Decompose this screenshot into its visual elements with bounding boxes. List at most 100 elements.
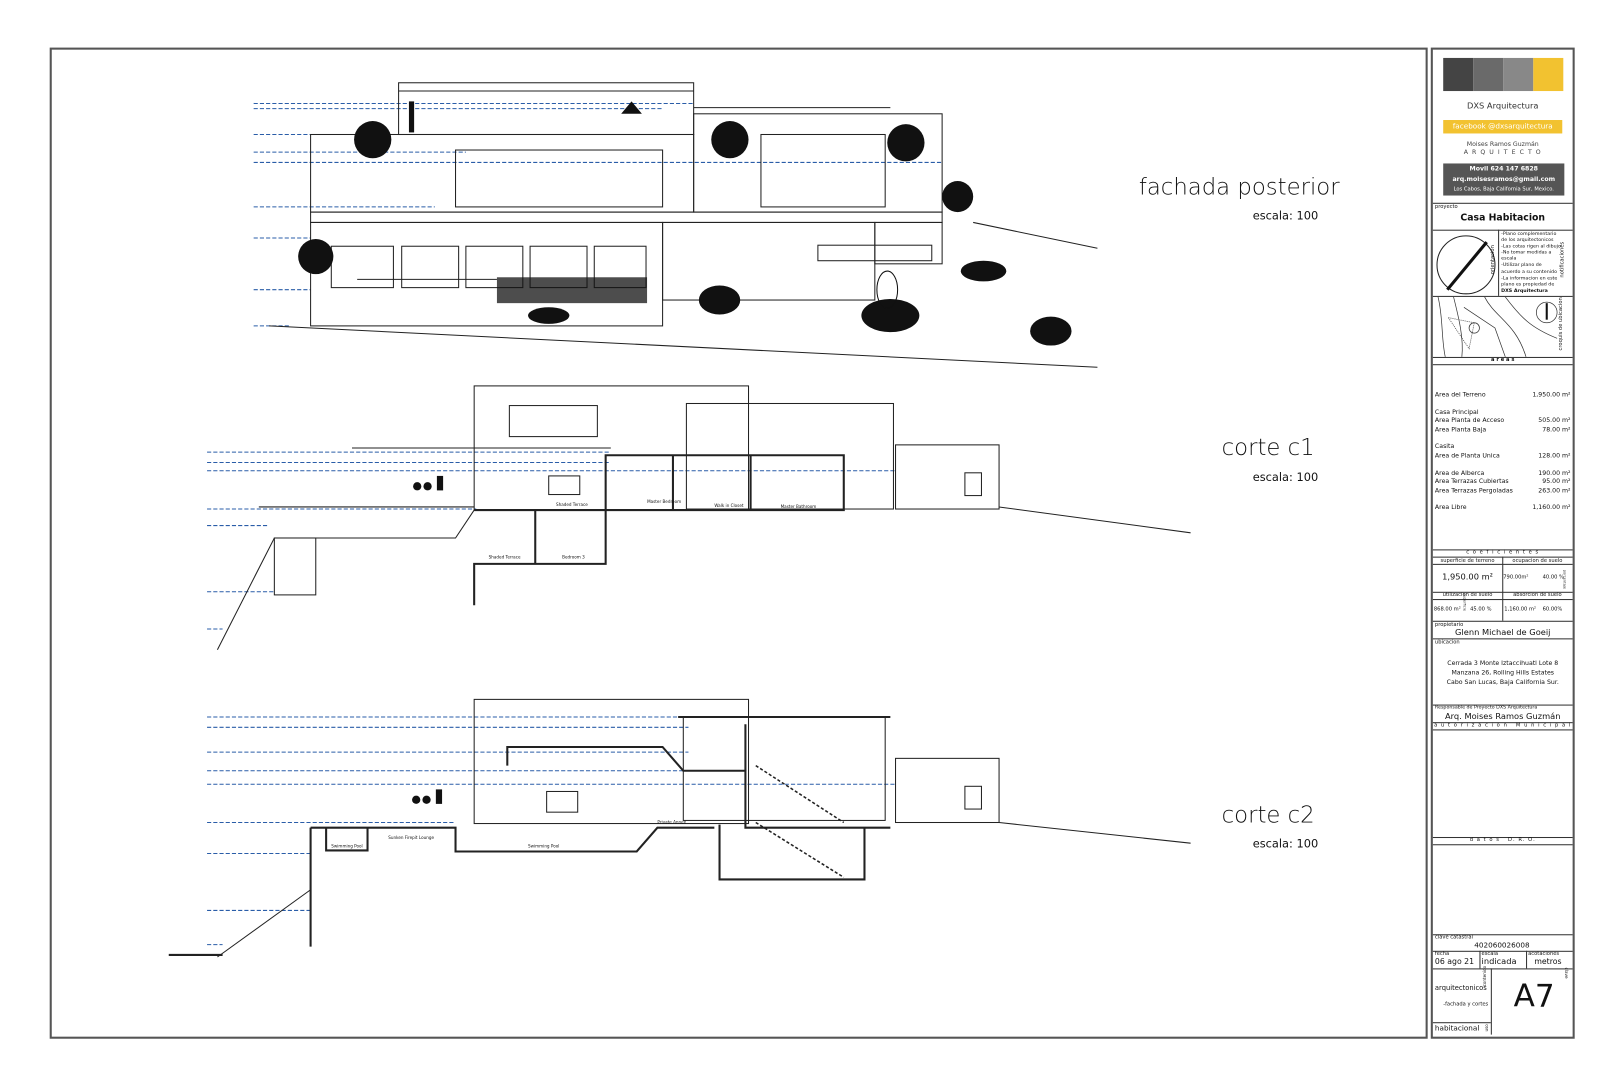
absorcion-pct: 60.00% [1542,606,1563,613]
corte-c1-trees [413,475,444,491]
contact-box: Movil 624 147 6828 arq.moisesramos@gmail… [1443,163,1565,196]
level-markers-c2 [207,716,896,946]
utilizacion-label: utilizacion de suelo [1442,591,1493,598]
uso-label: uso [1483,1024,1489,1032]
area-row: Area Planta de Acceso 505.00 m² [1435,417,1571,426]
area-label: Area Libre [1434,504,1467,512]
area-value: 1,950.00 m² [1532,391,1571,399]
note-line: escala [1501,256,1517,263]
room-label: Swimming Pool [331,843,362,848]
clave-catastral: 402060026008 [1474,941,1530,950]
escala: indicada [1481,957,1517,967]
area-value: 1,160.00 m² [1532,504,1571,512]
room-label: Walk in Closet [714,503,744,508]
area-value: 505.00 m² [1538,417,1571,425]
profession: A R Q U I T E C T O [1463,148,1542,157]
area-value: 128.00 m² [1538,452,1571,460]
area-value: 95.00 m² [1542,478,1571,486]
corte-c2-section [168,698,1191,958]
note-line: -No tomar medidas a [1501,250,1552,256]
owner-name: Glenn Michael de Goeij [1455,628,1551,638]
area-label: Area del Terreno [1434,391,1486,399]
area-row: Area Libre 1,160.00 m² [1435,504,1571,513]
title-block: DXS Arquitectura facebook @dxsarquitectu… [1430,47,1575,1039]
orientacion-label: orientacion [1489,245,1497,275]
note-line: acuerdo a su contenido [1501,269,1557,275]
project-name: Casa Habitacion [1460,213,1546,224]
area-row: Area de Planta Unica 128.00 m² [1435,452,1571,461]
level-markers-c1 [207,451,896,630]
autorizacion-label: a u t o r i z a c i o n M u n i c i p a … [1434,722,1572,729]
propietario-label: propietario [1434,621,1464,629]
area-value: 78.00 m² [1542,426,1571,434]
area-label: Area Terrazas Cubiertas [1434,478,1509,486]
area-row: Area de Alberca 190.00 m² [1435,469,1571,478]
area-value: 263.00 m² [1538,487,1571,495]
notificaciones-label: notificaciones [1559,241,1566,278]
area-row: Area del Terreno 1,950.00 m² [1435,391,1571,400]
responsable-name: Arq. Moises Ramos Guzmán [1445,711,1561,722]
contenido-sub: -fachada y cortes [1443,1001,1489,1008]
room-label: Sunken Firepit Lounge [388,835,434,840]
sheet-number: A7 [1513,978,1555,1015]
drawing-frame [49,47,1428,1039]
north-arrow-icon [1436,235,1496,295]
absorcion-sup: 1,160.00 m² [1504,606,1537,613]
area-label: Area Terrazas Pergoladas [1434,487,1513,495]
coeficientes-label: c o e f i c i e n t e s [1466,549,1540,556]
area-label: Area Planta Baja [1434,426,1487,434]
area-row: Area Planta Baja 78.00 m² [1435,426,1571,435]
area-row: Casita [1435,443,1571,452]
corte-c1-scale: escala: 100 [1252,470,1319,485]
room-label: Master Bathroom [781,504,817,509]
room-label: Shaded Terrace [556,502,588,507]
note-line: -La informacion en este [1501,275,1558,282]
note-line: -Las cotas rigen al dibujo [1501,244,1561,250]
clave-catastral-label: clave catastral [1434,934,1473,941]
area-label: Area de Alberca [1434,469,1485,477]
room-label: Private Annex [657,820,686,825]
areas-label: a r e a s [1491,356,1515,364]
dro-label: d a t o s D. R. O. [1469,836,1536,844]
fachada-scale: escala: 100 [1252,208,1319,223]
note-line: plano es propiedad de [1501,282,1555,288]
clave-label: clave [1564,967,1570,979]
utilizacion-pct: 45.00 % [1470,606,1492,613]
superficie-terreno-label: superficie de terreno [1440,557,1495,564]
absorcion-label: absorcion de suelo [1513,591,1562,598]
location-map [1437,296,1558,357]
architect-name: Moises Ramos Guzmán [1466,140,1539,148]
room-labels-c2: Swimming Pool Sunken Firepit Lounge Swim… [331,820,686,849]
areas-list: Area del Terreno 1,950.00 m² Casa Principa… [1435,391,1571,513]
city: Los Cabos, Baja California Sur, Mexico. [1453,186,1554,193]
area-row: Area Terrazas Cubiertas 95.00 m² [1435,478,1571,487]
address-line: Cerrada 3 Monte Iztaccihuatl Lote 8 [1447,660,1559,668]
area-label: Casa Principal [1434,408,1479,416]
ubicacion-label: ubicacion [1434,639,1460,646]
note-line: de los arquitectonicos [1501,238,1554,244]
corte-c1-title: corte c1 [1221,435,1315,462]
corte-c1-section [216,385,1191,650]
acotaciones-label: acotaciones [1528,950,1560,958]
facebook-link[interactable]: facebook @dxsarquitectura [1443,120,1563,134]
dxs-logo [1443,57,1564,92]
area-label: Area Planta de Acceso [1434,417,1505,425]
email: arq.moisesramos@gmail.com [1452,175,1556,184]
ocupacion-sup: 790.00m² [1503,574,1529,581]
drawing-sheet: Shaded Terrace Master Bedroom Walk in Cl… [168,82,1191,958]
address-line: Manzana 26, Rolling Hills Estates [1451,669,1555,677]
utilizacion-sup: 868.00 m² [1433,606,1461,613]
notes: -Plano complementario de los arquitecton… [1501,232,1561,295]
area-row: Area Terrazas Pergoladas 263.00 m² [1435,487,1571,496]
fachada-trees [298,101,1072,346]
escala-label: escala [1481,950,1499,958]
area-value: 190.00 m² [1538,469,1571,477]
room-labels-c1: Shaded Terrace Master Bedroom Walk in Cl… [489,499,817,560]
area-label: Casita [1434,443,1455,451]
fachada-building [269,82,1098,368]
uso: habitacional [1434,1024,1480,1033]
area-label: Area de Planta Unica [1434,452,1500,460]
fachada-title: fachada posterior [1138,174,1340,201]
corte-c2-scale: escala: 100 [1252,836,1319,851]
superficie-terreno-value: 1,950.00 m² [1442,572,1493,582]
